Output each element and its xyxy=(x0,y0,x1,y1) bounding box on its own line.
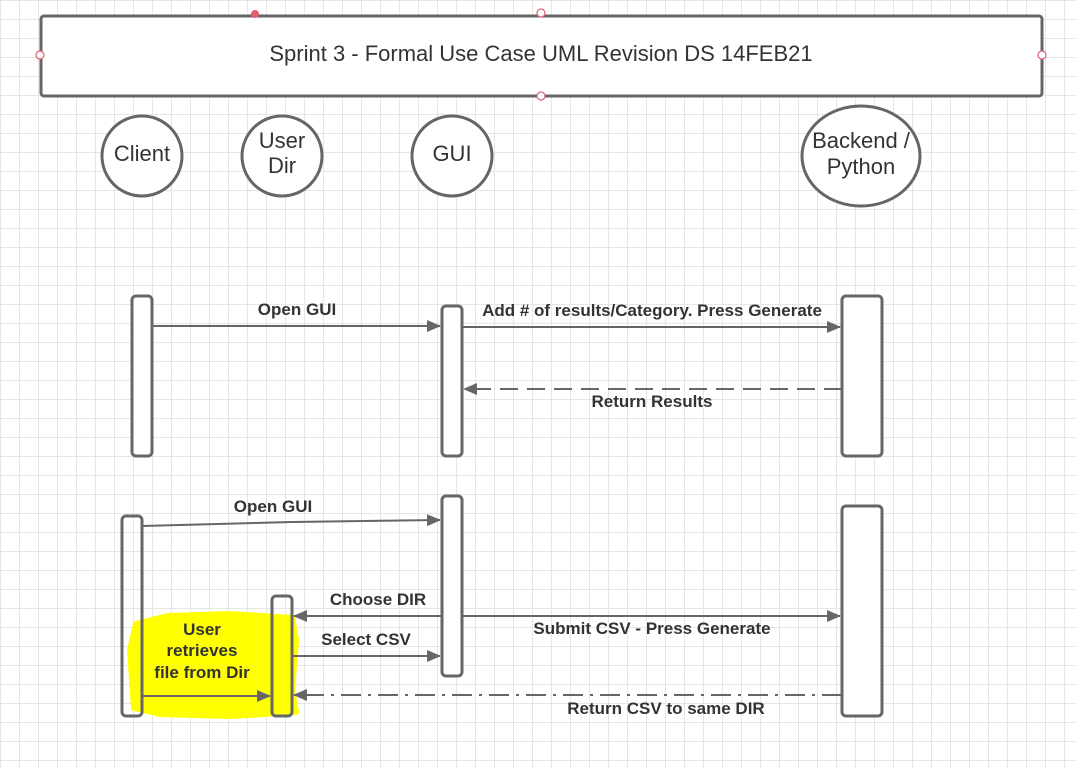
activation-client-1[interactable] xyxy=(130,294,154,458)
selection-handle-bottom[interactable] xyxy=(536,91,546,101)
message-open-gui-2[interactable]: Open GUI xyxy=(141,497,441,527)
actor-backend-label-line1: Backend / xyxy=(812,128,911,153)
actor-gui[interactable]: GUI xyxy=(410,114,494,198)
message-open-gui-1[interactable]: Open GUI xyxy=(152,300,441,332)
actor-backend-label-line2: Python xyxy=(827,154,896,179)
actor-client-label: Client xyxy=(114,141,170,166)
highlight-note-line2: retrieves xyxy=(167,641,238,660)
actor-client[interactable]: Client xyxy=(100,114,184,198)
actor-user-dir[interactable]: User Dir xyxy=(240,114,324,198)
message-return-csv-label: Return CSV to same DIR xyxy=(567,699,764,718)
message-open-gui-1-label: Open GUI xyxy=(258,300,336,319)
highlight-marker xyxy=(127,611,299,719)
title-box[interactable]: Sprint 3 - Formal Use Case UML Revision … xyxy=(35,8,1047,101)
message-select-csv[interactable]: Select CSV xyxy=(292,630,441,662)
message-open-gui-2-label: Open GUI xyxy=(234,497,312,516)
actor-backend-python[interactable]: Backend / Python xyxy=(800,104,922,208)
message-submit-csv-label: Submit CSV - Press Generate xyxy=(533,619,770,638)
actor-gui-label: GUI xyxy=(432,141,471,166)
message-choose-dir-label: Choose DIR xyxy=(330,590,426,609)
message-add-results-label: Add # of results/Category. Press Generat… xyxy=(482,301,822,320)
selection-handle-right[interactable] xyxy=(1037,50,1047,60)
message-return-csv[interactable]: Return CSV to same DIR xyxy=(293,689,842,718)
actor-user-dir-label-line1: User xyxy=(259,128,305,153)
message-select-csv-label: Select CSV xyxy=(321,630,411,649)
message-return-results-label: Return Results xyxy=(592,392,713,411)
message-return-results[interactable]: Return Results xyxy=(463,383,842,411)
selection-handle-top-left[interactable] xyxy=(251,10,259,18)
diagram-title: Sprint 3 - Formal Use Case UML Revision … xyxy=(269,41,812,66)
activation-backend-2[interactable] xyxy=(840,504,884,718)
message-choose-dir[interactable]: Choose DIR xyxy=(293,590,442,622)
selection-handle-top[interactable] xyxy=(536,8,546,18)
actor-user-dir-label-line2: Dir xyxy=(268,153,296,178)
message-add-results[interactable]: Add # of results/Category. Press Generat… xyxy=(462,301,841,333)
highlight-note[interactable]: User retrieves file from Dir xyxy=(154,620,250,682)
activation-gui-2[interactable] xyxy=(440,494,464,678)
activation-gui-1[interactable] xyxy=(440,304,464,458)
highlight-note-line1: User xyxy=(183,620,221,639)
selection-handle-left[interactable] xyxy=(35,50,45,60)
activation-client-2[interactable] xyxy=(120,514,144,718)
highlight-note-line3: file from Dir xyxy=(154,663,250,682)
message-submit-csv[interactable]: Submit CSV - Press Generate xyxy=(462,610,841,638)
activation-backend-1[interactable] xyxy=(840,294,884,458)
